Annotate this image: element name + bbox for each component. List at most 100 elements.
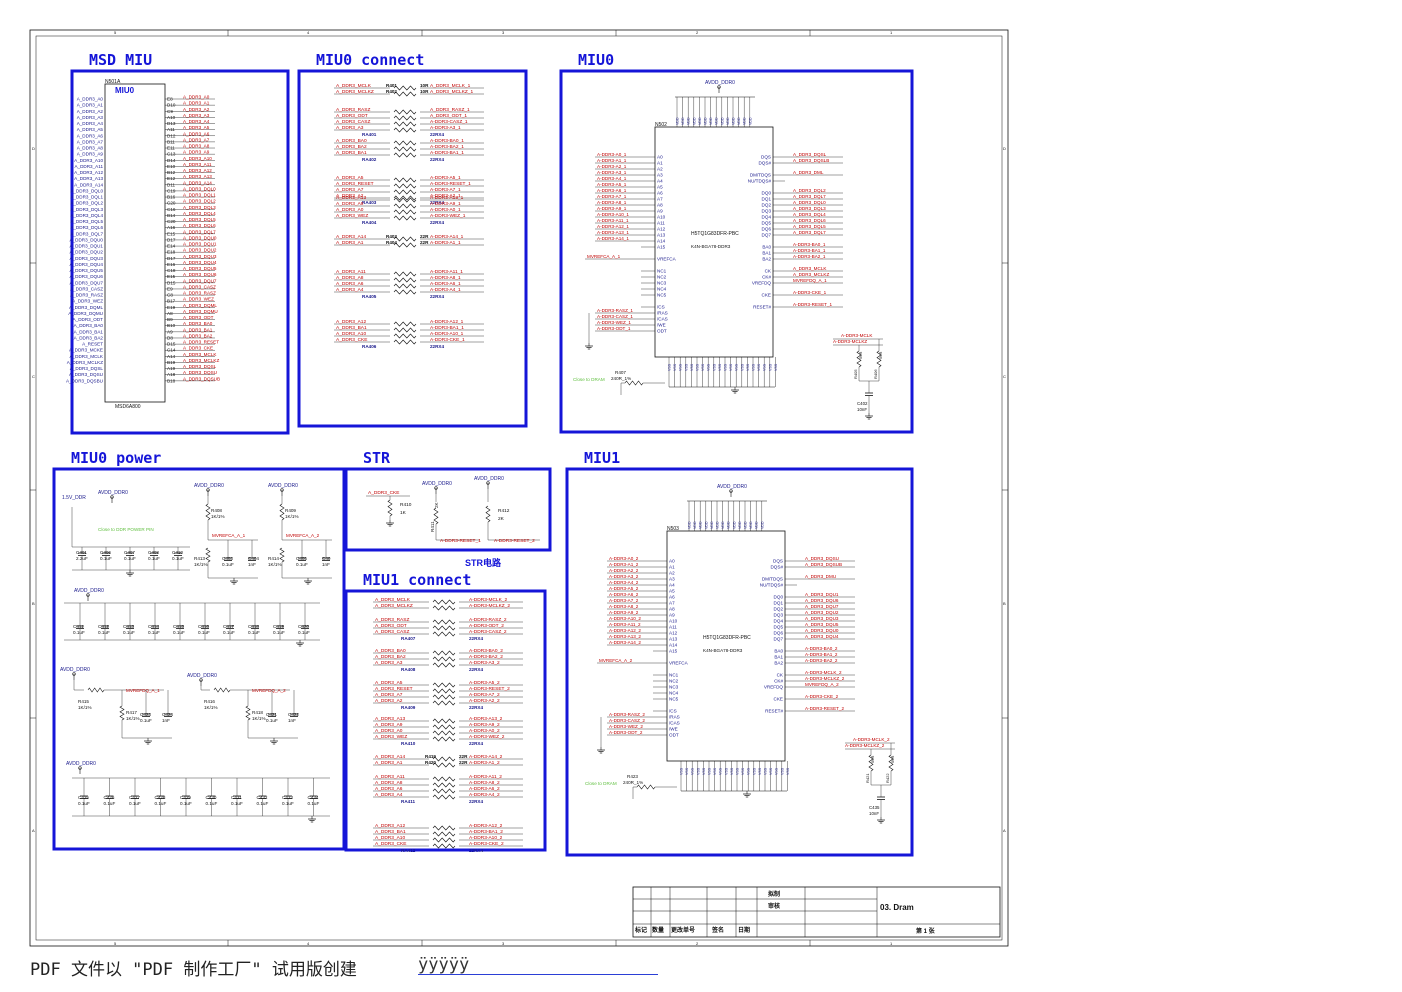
miu0-conn-right-net: A-DDR3-A3_1	[430, 125, 461, 131]
miu0-conn-right-net: A-DDR3-A8_1	[430, 275, 461, 281]
miu0-conn-resistor	[393, 85, 417, 91]
chip-pin-label: A_DDR3_DQU1	[70, 244, 104, 249]
miu0-conn-res-value: 22R	[420, 240, 429, 245]
title-block-col: 标记	[634, 926, 647, 934]
cap-ref: C432	[257, 795, 268, 800]
dram-pin-left: /WE	[657, 323, 666, 328]
miu1-conn-right-net: A-DDR3-A3_2	[469, 660, 500, 666]
dram-right-net: A_DDR3_DQL6	[793, 218, 826, 223]
miu0-conn-left-net: A_DDR3_A5	[336, 175, 364, 181]
dram-pin-left: NC5	[657, 293, 667, 298]
miu0-conn-right-net: A-DDR3-A1_1	[430, 240, 461, 246]
miu1-conn-right-net: A-DDR3-A6_2	[469, 786, 500, 792]
miu0-conn-right-net: A-DDR3-A5_1	[430, 175, 461, 181]
miu1-conn-resistor	[432, 825, 456, 831]
cap-value: 0.1uF	[298, 630, 310, 635]
miu0-conn-res-value: 10R	[420, 89, 429, 94]
miu1-conn-left-net: A_DDR3_A1	[375, 760, 403, 766]
vrefca-net: MVREFCA_A_1	[587, 254, 621, 259]
zq-resistor	[636, 784, 656, 790]
miu1-conn-right-net: A-DDR3-BA0_2	[469, 648, 503, 654]
trial-watermark-link[interactable]: ÿÿÿÿÿ	[418, 955, 470, 975]
dram-pin-left: A14	[669, 643, 678, 648]
miu1-conn-left-net: A_DDR3_A13	[375, 716, 405, 722]
miu0-conn-right-net: A-DDR3-CASZ_1	[430, 119, 468, 125]
vss-pin-label: VSS	[684, 363, 688, 371]
cap-value: 0.1uF	[273, 630, 285, 635]
dram-right-net: A_DDR3_DMU	[805, 574, 836, 579]
chip-net-label: A_DDR3_DQML	[183, 303, 217, 308]
cap-value: 0.1uF	[172, 556, 184, 561]
cap-ref: C40	[322, 556, 331, 561]
supply-label: AVDD_DDR0	[194, 483, 224, 489]
dram-pin-left: NC3	[657, 281, 667, 286]
miu1-conn-pack-value: 22RX4	[469, 705, 483, 710]
frame-col-label: 1	[890, 941, 893, 946]
term-cap-value: 10nF	[857, 407, 867, 412]
cap-value: 0.1uF	[173, 630, 185, 635]
miu0-conn-resistor	[393, 189, 417, 195]
dram-right-net: A-DDR3-BA2_2	[805, 658, 838, 663]
chip-net-label: A_DDR3_BA0	[183, 321, 213, 326]
chip-pin-label: A_DDR3_DQU3	[70, 256, 104, 261]
miu0-conn-left-net: A_DDR3_A4	[336, 287, 364, 293]
dram-pin-right: DQ4	[774, 619, 784, 624]
chip-pin-label: A_DDR3_DQSL	[70, 366, 104, 371]
vss-pin-label: VSS	[768, 363, 772, 371]
dram-pin-left: A5	[657, 185, 663, 190]
miu0-conn-resistor	[393, 177, 417, 183]
miu0-conn-right-net: A_DDR3_MCLK_1	[430, 83, 471, 89]
cap-ref: C429	[180, 795, 191, 800]
chip-net-label: A_DDR3_A0	[183, 95, 210, 100]
divider-value: 1K/1%	[78, 705, 92, 710]
dram-left-net: A-DDR3-A6_1	[597, 188, 627, 193]
miu0-conn-right-net: A-DDR3-BA2_1	[430, 144, 464, 150]
divider-ref: R408	[211, 508, 222, 513]
dram-left-net: A-DDR3-A0_2	[609, 556, 639, 561]
dram-pin-left: A15	[657, 245, 666, 250]
supply-icon	[72, 672, 76, 676]
dram-pin-left: A6	[657, 191, 663, 196]
miu0-conn-pack-ref: RA406	[362, 344, 377, 349]
vss-pin-label: VSS	[729, 363, 733, 371]
dram-pin-right: DQ3	[762, 209, 772, 214]
cap-value: 0.1uF	[266, 718, 278, 723]
dram-ctrl-net: A-DDR3-ODT_2	[609, 730, 643, 735]
miu1-conn-right-net: A-DDR3-CASZ_2	[469, 629, 507, 635]
term-cap-ref: C402	[857, 401, 868, 406]
vdd-pin-label: VDD	[704, 117, 708, 125]
miu1-conn-resistor	[432, 662, 456, 668]
miu1-conn-left-net: A_DDR3_CASZ	[375, 629, 409, 635]
supply-label: AVDD_DDR0	[474, 476, 504, 482]
miu0-conn-left-net: A_DDR3_A13	[336, 195, 366, 201]
miu1-conn-left-net: A_DDR3_BA0	[375, 648, 406, 654]
miu1-conn-pack-ref: RA408	[401, 667, 416, 672]
msd-chip-body	[104, 83, 166, 403]
dram-ctrl-net: A-DDR3-WEZ_2	[609, 724, 643, 729]
panel-str	[344, 467, 552, 552]
vrefca-net: MVREFCA_A_2	[599, 658, 633, 663]
dram-pin-left: A13	[669, 637, 678, 642]
miu0-conn-right-net: A-DDR3-A2_1	[430, 193, 461, 199]
dram-right-net: A-DDR3-RESET_1	[793, 302, 833, 307]
vdd-pin-label: VDD	[715, 117, 719, 125]
dram-pin-right: DQ2	[774, 607, 784, 612]
dram-right-net: A_DDR3_DQL4	[793, 212, 826, 217]
dram-left-net: A-DDR3-A8_1	[597, 200, 627, 205]
str-ref: R410	[400, 502, 412, 508]
chip-pin-label: A_DDR3_RASZ	[70, 293, 103, 298]
vss-pin-label: VSS	[702, 767, 706, 775]
chip-net-label: A_DDR3_DQL0	[183, 186, 216, 191]
miu0-conn-left-net: A_DDR3_A0	[336, 207, 364, 213]
frame-col-label: 4	[307, 30, 310, 35]
str-net-cke: A_DDR3_CKE	[368, 490, 399, 496]
cap-ref: C421	[266, 712, 277, 717]
panel-miu1	[565, 467, 914, 857]
vss-pin-label: VSS	[690, 363, 694, 371]
chip-net-label: A_DDR3_MCLKZ	[183, 358, 219, 363]
chip-net-label: A_DDR3_DQU2	[183, 248, 217, 253]
clk-term-net: A-DDR3-MCLK_2	[853, 737, 890, 742]
chip-pin-label: A_DDR3_WEZ	[72, 299, 103, 304]
dram-left-net: A-DDR3-A10_1	[597, 212, 629, 217]
dram-pin-left: ODT	[669, 733, 679, 738]
